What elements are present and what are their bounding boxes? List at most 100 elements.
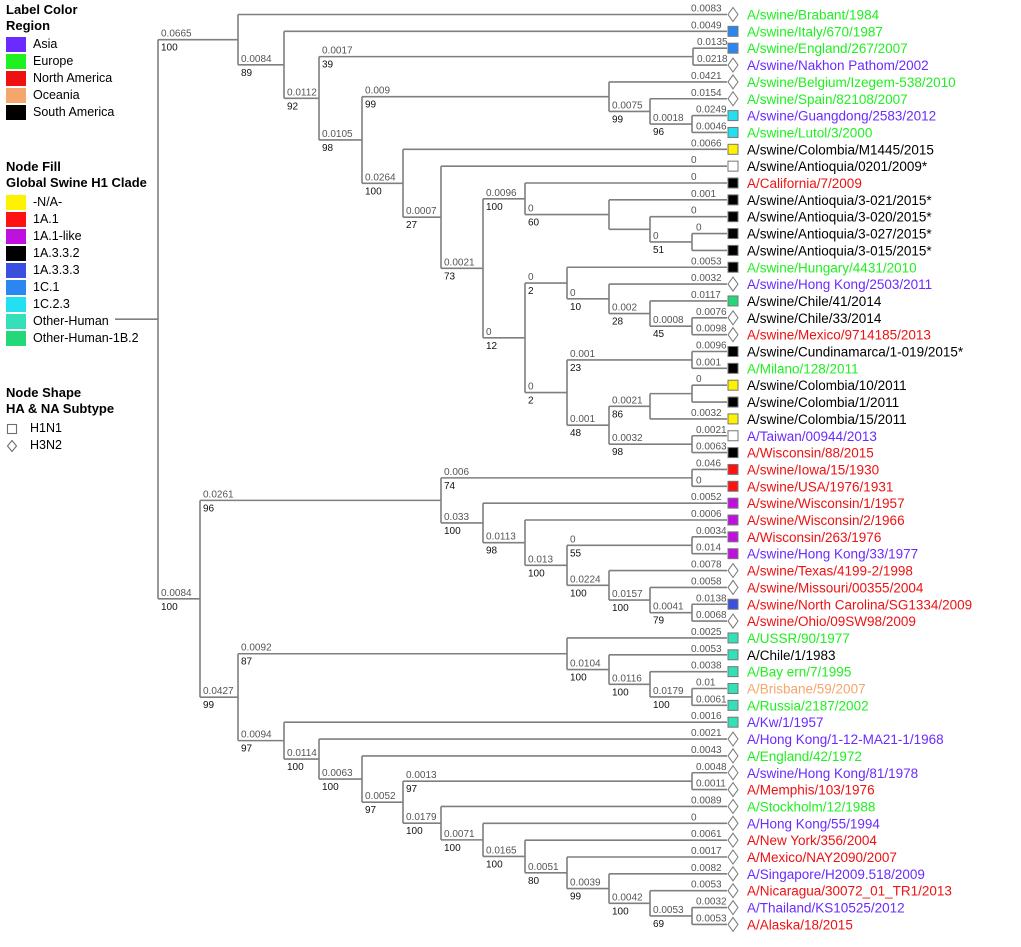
branch-length-label: 0.0032	[612, 433, 643, 444]
tip-label: A/swine/Spain/82108/2007	[747, 92, 908, 107]
tip-square-icon	[727, 666, 739, 678]
support-value: 45	[653, 329, 665, 340]
support-value: 74	[444, 481, 456, 492]
branch-length-label: 0.014	[696, 543, 721, 554]
tip-square-icon	[727, 396, 739, 408]
support-value: 80	[528, 876, 540, 887]
diamond-outline-icon	[6, 440, 18, 452]
tip-square-icon	[727, 649, 739, 661]
legend-item-1a-1-like: 1A.1-like	[6, 228, 147, 245]
branch-length-label: 0.0007	[406, 206, 437, 217]
tip-square-icon	[727, 683, 739, 694]
branch-length-label: 0	[691, 155, 697, 166]
branch-length-label: 0.0138	[696, 593, 727, 604]
tip-square-icon	[727, 430, 739, 442]
branch-length-label: 0.0096	[486, 188, 517, 199]
branch-length-label: 0	[486, 327, 492, 338]
legend-item-h3n2: H3N2	[6, 437, 114, 454]
tip-label: A/swine/Hungary/4431/2010	[747, 260, 917, 275]
branch-length-label: 0.006	[444, 467, 469, 478]
support-value: 100	[161, 602, 178, 613]
tip-label: A/swine/Belgium/Izegem-538/2010	[747, 75, 956, 90]
tip-square-icon	[727, 497, 739, 509]
legend-swatch	[6, 212, 26, 227]
tip-label: A/Hong Kong/1-12-MA21-1/1968	[747, 732, 944, 747]
tip-diamond-icon	[727, 748, 739, 764]
legend-item-north-america: North America	[6, 70, 112, 87]
legend-swatch	[6, 88, 26, 103]
branch-length-label: 0.0053	[691, 880, 722, 891]
support-value: 55	[570, 548, 582, 559]
legend-swatch	[6, 54, 26, 69]
tip-square-icon	[727, 126, 739, 138]
branch-length-label: 0.0094	[241, 730, 272, 741]
legend-item-europe: Europe	[6, 53, 78, 70]
support-value: 100	[612, 603, 629, 614]
legend-label: Other-Human-1B.2	[33, 331, 139, 345]
branch-length-label: 0.0224	[570, 574, 601, 585]
branch-length-label: 0.0053	[653, 905, 684, 916]
branch-length-label: 0.0066	[691, 138, 722, 149]
branch-length-label: 0.0078	[691, 560, 722, 571]
tip-diamond-icon	[727, 882, 739, 899]
tip-label: A/swine/Hong Kong/2503/2011	[747, 277, 932, 292]
branch-length-label: 0.0013	[406, 770, 437, 781]
tip-square-icon	[727, 295, 739, 307]
tip-label: A/swine/Colombia/10/2011	[747, 378, 907, 393]
support-value: 89	[241, 68, 253, 79]
tip-label: A/swine/Chile/41/2014	[747, 294, 882, 309]
tip-label: A/swine/Hong Kong/81/1978	[747, 766, 918, 781]
support-value: 73	[444, 271, 456, 282]
legend-region-title2: Region	[6, 18, 51, 33]
branch-length-label: 0	[528, 272, 534, 283]
tip-label: A/swine/Iowa/15/1930	[747, 462, 879, 477]
tip-label: A/Kw/1/1957	[747, 715, 824, 730]
branch-length-label: 0.0008	[653, 315, 684, 326]
tip-square-icon	[727, 160, 739, 172]
branch-length-label: 0.0264	[365, 172, 396, 183]
support-value: 100	[322, 782, 339, 793]
legend-item-other-human: Other-Human	[6, 313, 147, 330]
branch-length-label: 0.0042	[612, 892, 643, 903]
branch-length-label: 0.013	[528, 554, 553, 565]
branch-length-label: 0.0032	[696, 897, 727, 908]
square-outline-icon	[6, 423, 18, 435]
tip-diamond-icon	[727, 899, 739, 916]
support-value: 97	[365, 805, 377, 816]
support-value: 69	[653, 919, 665, 930]
tip-square-icon	[727, 514, 739, 526]
tip-diamond-icon	[727, 276, 739, 292]
branch-length-label: 0.0034	[696, 526, 727, 537]
branch-length-label: 0.002	[612, 303, 637, 314]
branch-length-label: 0.0082	[691, 863, 722, 874]
tip-square-icon	[727, 632, 739, 644]
branch-length-label: 0.0084	[161, 588, 192, 599]
branch-length-label: 0.0032	[691, 273, 722, 284]
branch-length-label: 0	[691, 172, 697, 183]
tip-label: A/Memphis/103/1976	[747, 783, 875, 798]
tip-label: A/swine/Lutol/3/2000	[747, 125, 872, 140]
tip-label: A/swine/Antioquia/3-027/2015*	[747, 227, 932, 242]
support-value: 98	[612, 447, 624, 458]
legend-item-1c-1: 1C.1	[6, 279, 147, 296]
tip-label: A/swine/Nakhon Pathom/2002	[747, 58, 929, 73]
legend-swatch	[6, 246, 26, 261]
branch-length-label: 0	[528, 382, 534, 393]
tip-label: A/USSR/90/1977	[747, 631, 850, 646]
support-value: 100	[406, 826, 423, 837]
support-value: 100	[612, 906, 629, 917]
legend-swatch	[6, 71, 26, 86]
tip-square-icon	[727, 447, 739, 459]
tip-diamond-icon	[727, 90, 739, 107]
tip-label: A/swine/Guangdong/2583/2012	[747, 109, 936, 124]
legend-label: Other-Human	[33, 314, 109, 328]
support-value: 48	[570, 428, 582, 439]
branch-length-label: 0.0021	[691, 728, 722, 739]
branch-length-label: 0.0017	[322, 46, 353, 57]
tip-square-icon	[727, 194, 739, 206]
branch-length-label: 0.0021	[444, 257, 475, 268]
branch-length-label: 0.033	[444, 512, 469, 523]
support-value: 51	[653, 245, 665, 256]
branch-length-label: 0.0053	[691, 256, 722, 267]
